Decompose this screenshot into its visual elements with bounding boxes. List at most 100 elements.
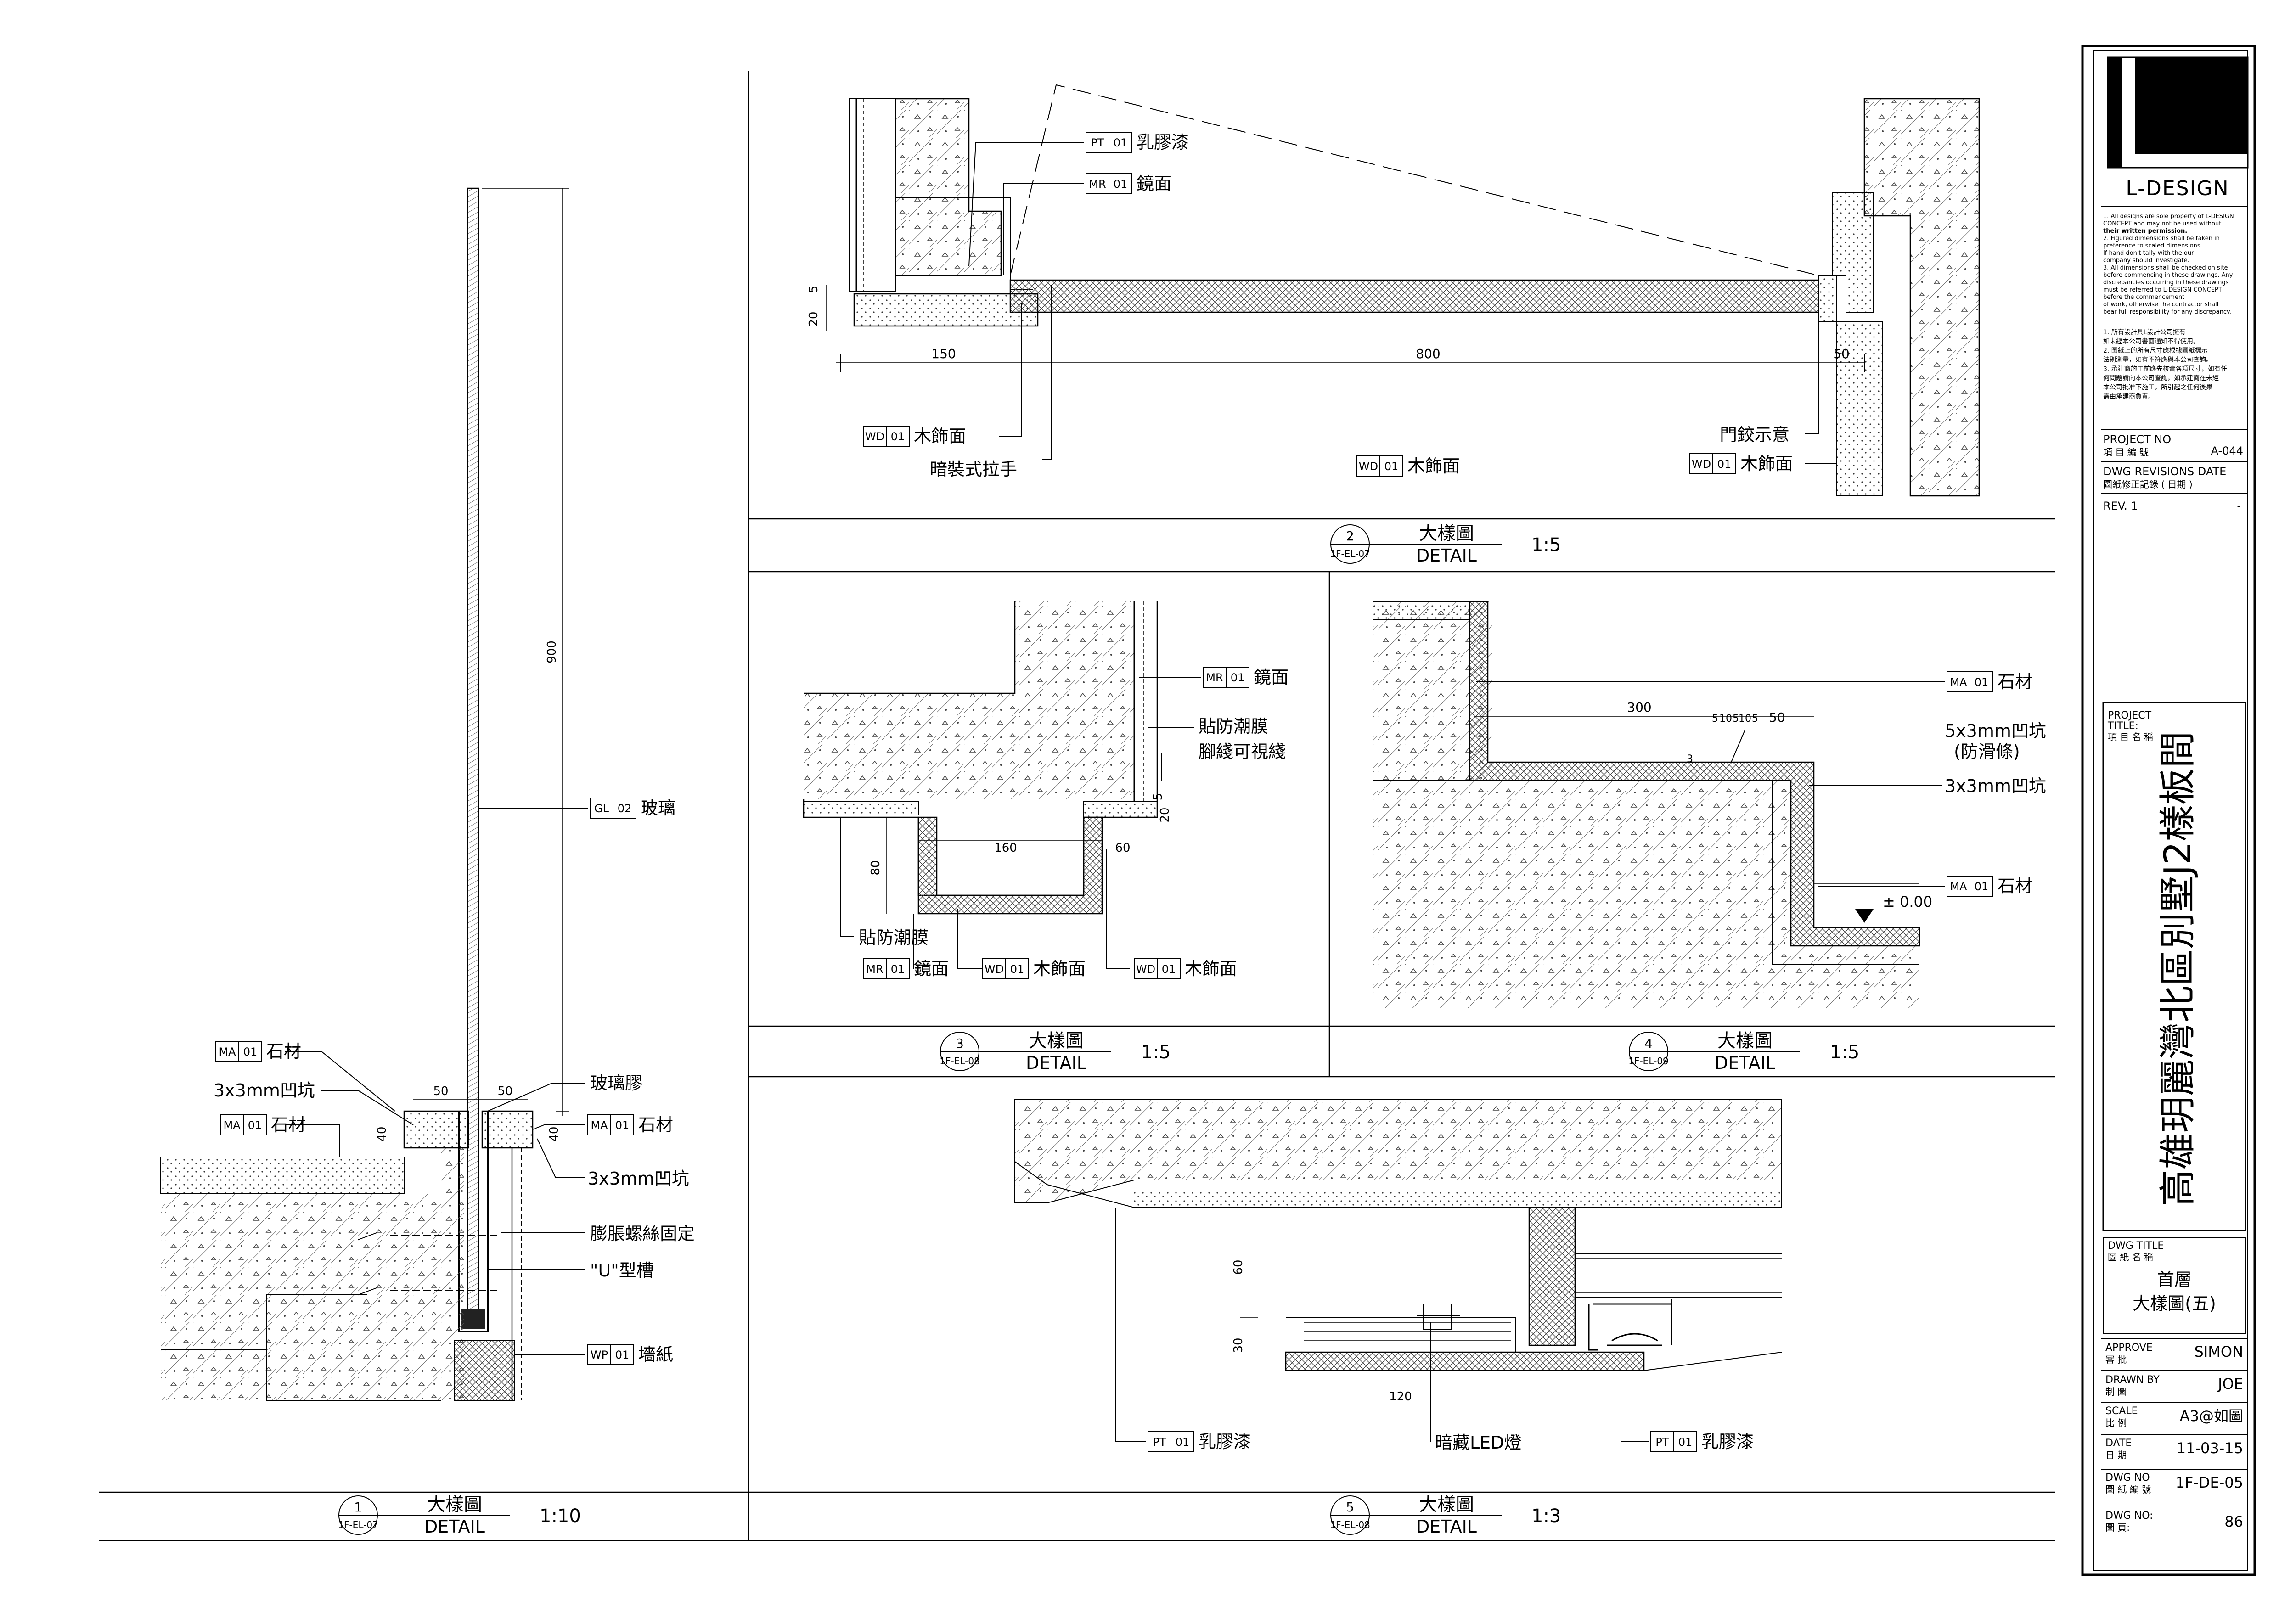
d1-label-bolt: 膨脹螺絲固定 xyxy=(590,1224,695,1244)
detail-3-callouts xyxy=(840,677,1201,969)
d1-dim-900: 900 xyxy=(545,641,559,663)
d3-dim-160: 160 xyxy=(994,841,1017,855)
svg-text:日 期: 日 期 xyxy=(2105,1450,2127,1461)
d1-label-glass-glue: 玻璃膠 xyxy=(590,1073,642,1093)
drawn-by-value: JOE xyxy=(2217,1375,2243,1393)
svg-text:MR: MR xyxy=(1089,178,1106,191)
d1-dim-50a: 50 xyxy=(433,1084,448,1098)
d2-dim-5: 5 xyxy=(807,286,821,293)
d2-dim-50: 50 xyxy=(1833,346,1850,361)
l-design-logo xyxy=(2107,56,2249,169)
d3-dim-60: 60 xyxy=(1115,841,1130,855)
svg-text:10: 10 xyxy=(1739,713,1751,725)
d5-dim-120: 120 xyxy=(1389,1390,1412,1404)
svg-text:PT: PT xyxy=(1153,1436,1166,1449)
svg-text:GL: GL xyxy=(594,802,609,815)
d2-dim-800: 800 xyxy=(1416,346,1440,361)
svg-text:before commencing in these dra: before commencing in these drawings. Any xyxy=(2103,272,2233,279)
svg-text:DWG NO: DWG NO xyxy=(2105,1472,2150,1483)
svg-text:1: 1 xyxy=(354,1500,362,1515)
detail-5-callouts xyxy=(1115,1208,1649,1442)
tag-wd-01-wood-d3a: WD 01 木飾面 xyxy=(982,958,1086,979)
svg-text:01: 01 xyxy=(1678,1436,1693,1449)
svg-text:大樣圖: 大樣圖 xyxy=(1717,1030,1773,1051)
svg-text:法則測量，如有不符應與本公司查詢。: 法則測量，如有不符應與本公司查詢。 xyxy=(2103,356,2212,364)
svg-text:木飾面: 木飾面 xyxy=(914,426,966,446)
d1-label-groove-a: 3x3mm凹坑 xyxy=(214,1080,315,1101)
tag-wp-01-wallpaper: WP 01 墻紙 xyxy=(587,1344,673,1365)
svg-text:MA: MA xyxy=(223,1119,241,1132)
svg-text:3. 承建商施工前應先核實各項尺寸，如有任: 3. 承建商施工前應先核實各項尺寸，如有任 xyxy=(2103,365,2227,373)
tag-ma-01-stone-d4a: MA 01 石材 xyxy=(1947,671,2032,692)
detail-2-tags: PT 01 乳膠漆 MR 01 鏡面 WD 01 木飾面 WD 01 木飾面 xyxy=(863,132,1793,479)
svg-text:本公司批准下施工，所引起之任何後果: 本公司批准下施工，所引起之任何後果 xyxy=(2103,384,2212,391)
svg-text:2. 圖紙上的所有尺寸應根據圖紙標示: 2. 圖紙上的所有尺寸應根據圖紙標示 xyxy=(2103,347,2208,354)
tag-wd-01-wood-b: WD 01 木飾面 xyxy=(1356,455,1460,477)
svg-text:TITLE:: TITLE: xyxy=(2107,720,2138,732)
project-title: 高雄玥麗灣北區別墅J2樣板間 xyxy=(2156,731,2199,1207)
svg-text:01: 01 xyxy=(243,1045,258,1058)
svg-text:DATE: DATE xyxy=(2105,1438,2132,1449)
svg-text:01: 01 xyxy=(615,1119,630,1132)
d1-label-groove-b: 3x3mm凹坑 xyxy=(588,1169,689,1189)
svg-text:5: 5 xyxy=(1733,713,1739,725)
d2-door-leaf xyxy=(1009,279,1819,313)
svg-text:MA: MA xyxy=(219,1045,236,1058)
svg-text:項 目 名 稱: 項 目 名 稱 xyxy=(2108,731,2153,742)
d4-slab-upper xyxy=(1373,601,1919,1008)
svg-text:PROJECT: PROJECT xyxy=(2108,710,2152,721)
svg-text:02: 02 xyxy=(618,802,632,815)
svg-text:WD: WD xyxy=(1359,460,1378,473)
svg-text:圖 頁:: 圖 頁: xyxy=(2105,1522,2130,1533)
svg-text:01: 01 xyxy=(1384,460,1399,473)
svg-text:1. 所有設計具L設計公司擁有: 1. 所有設計具L設計公司擁有 xyxy=(2103,329,2186,336)
svg-text:1F-EL-08: 1F-EL-08 xyxy=(1330,1519,1370,1530)
d3-skirting xyxy=(917,816,1103,915)
d3-dim-20: 20 xyxy=(1158,807,1172,822)
svg-text:1F-EL-07: 1F-EL-07 xyxy=(1330,548,1370,559)
svg-text:項 目 編 號: 項 目 編 號 xyxy=(2103,447,2149,458)
svg-text:-: - xyxy=(2237,500,2241,512)
svg-text:1:5: 1:5 xyxy=(1830,1042,1859,1063)
svg-text:墻紙: 墻紙 xyxy=(638,1344,673,1365)
detail-title-5: 5 1F-EL-08 大樣圖 DETAIL 1:3 xyxy=(1330,1494,1561,1537)
tag-ma-01-stone-b: MA 01 石材 xyxy=(220,1114,306,1135)
svg-text:PT: PT xyxy=(1655,1436,1669,1449)
svg-text:圖 紙 名 稱: 圖 紙 名 稱 xyxy=(2108,1252,2153,1263)
d3-label-moisture-a: 貼防潮膜 xyxy=(1199,716,1268,736)
d1-stone-left xyxy=(403,1110,469,1149)
revision: REV. 1 xyxy=(2103,500,2138,512)
svg-text:01: 01 xyxy=(1717,458,1732,471)
svg-text:MR: MR xyxy=(1206,671,1223,684)
detail-2-callouts xyxy=(968,142,1837,466)
svg-text:DETAIL: DETAIL xyxy=(1715,1053,1775,1073)
svg-text:鏡面: 鏡面 xyxy=(1137,174,1171,194)
svg-text:石材: 石材 xyxy=(1998,876,2032,896)
svg-text:圖 紙 編 號: 圖 紙 編 號 xyxy=(2105,1484,2151,1495)
detail-4-drawing: ± 0.00 300 5 10 5 10 5 50 3 xyxy=(1373,601,1932,1008)
svg-text:1F-EL-09: 1F-EL-09 xyxy=(1628,1056,1669,1067)
d5-ceiling-slab xyxy=(1014,1099,1782,1203)
svg-text:DETAIL: DETAIL xyxy=(1416,1517,1477,1537)
d5-dim-30: 30 xyxy=(1232,1337,1245,1353)
detail-5-drawing: 60 30 120 xyxy=(1014,1099,1782,1405)
detail-4-callouts xyxy=(1476,681,1945,887)
d4-label-anti-slip-note: (防滑條) xyxy=(1954,742,2020,762)
svg-text:must be referred to L-DESIGN C: must be referred to L-DESIGN CONCEPT xyxy=(2103,287,2222,293)
d3-wall-upper xyxy=(1015,601,1134,799)
d4-datum-marker xyxy=(1855,909,1874,923)
d2-dim-150: 150 xyxy=(931,346,956,361)
dwg-no-value: 1F-DE-05 xyxy=(2176,1474,2243,1491)
detail-title-4: 4 1F-EL-09 大樣圖 DETAIL 1:5 xyxy=(1628,1030,1859,1073)
svg-text:DRAWN BY: DRAWN BY xyxy=(2105,1374,2160,1386)
svg-text:大樣圖: 大樣圖 xyxy=(1029,1030,1084,1051)
svg-text:DETAIL: DETAIL xyxy=(424,1517,485,1537)
svg-text:01: 01 xyxy=(615,1349,630,1361)
svg-text:01: 01 xyxy=(1176,1436,1190,1449)
detail-5-tags: PT 01 乳膠漆 PT 01 乳膠漆 暗藏LED燈 xyxy=(1148,1431,1754,1453)
d4-dim-50: 50 xyxy=(1769,710,1785,725)
notes-en: 1. All designs are sole property of L-DE… xyxy=(2103,213,2234,315)
svg-text:5: 5 xyxy=(1752,713,1758,725)
svg-text:company should investigate.: company should investigate. xyxy=(2103,257,2189,264)
d1-slab xyxy=(161,1194,441,1400)
